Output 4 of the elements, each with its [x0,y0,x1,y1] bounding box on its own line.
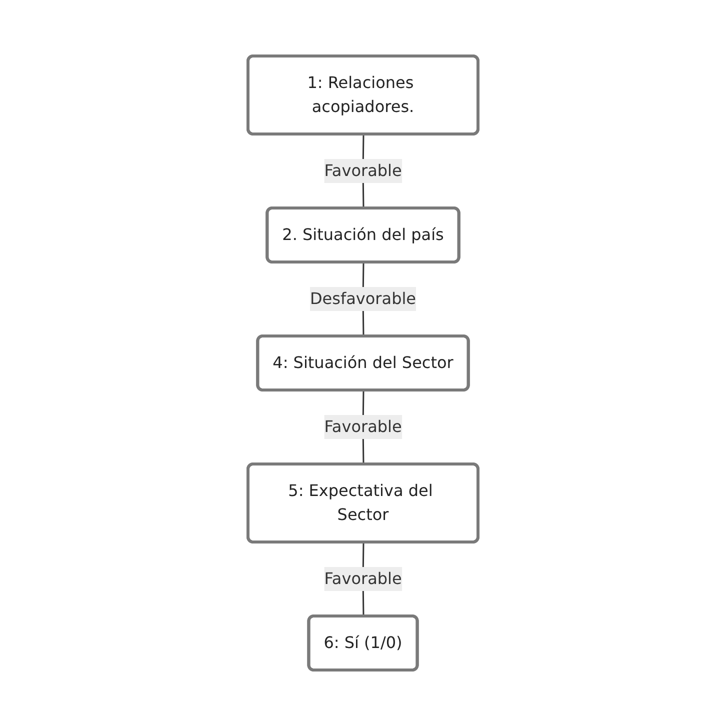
edge-label: Favorable [324,160,402,180]
edge-label: Favorable [324,416,402,436]
edge-label: Favorable [324,568,402,588]
edge-label: Desfavorable [310,288,416,308]
